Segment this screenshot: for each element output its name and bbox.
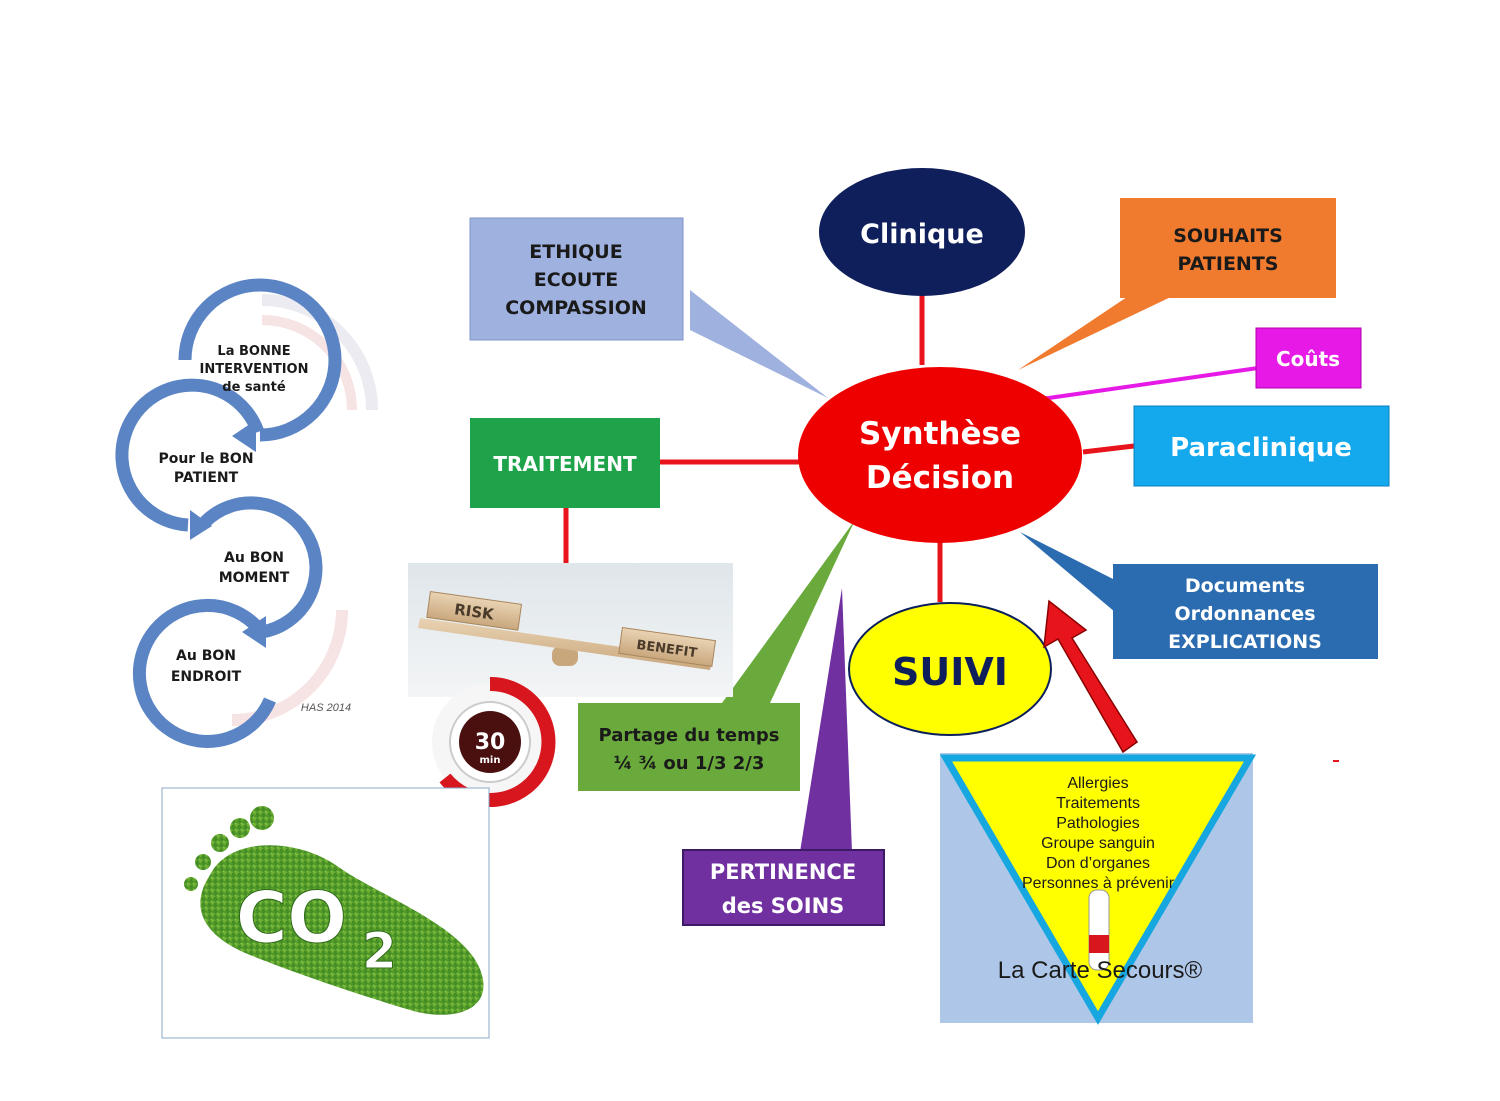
partage-callout-tail <box>722 520 855 703</box>
footprint-sole <box>200 845 484 1015</box>
cycle-step2-line2: PATIENT <box>174 470 239 486</box>
cycle-step1-line1: La BONNE <box>217 344 290 359</box>
carte-secours-triangle <box>939 754 1257 1025</box>
risk-label: RISK <box>453 600 496 624</box>
traitement-label: TRAITEMENT <box>493 452 637 476</box>
cycle-step3-line2: MOMENT <box>219 570 290 586</box>
cycle-arrow-1 <box>178 278 342 442</box>
documents-label-line1: Documents <box>1185 575 1305 597</box>
traitement-box: TRAITEMENT <box>470 418 660 508</box>
cycle-arrow-2 <box>115 378 265 532</box>
documents-label-line2: Ordonnances <box>1174 603 1315 625</box>
partage-label-line1: Partage du temps <box>599 725 780 746</box>
co2-footprint-image: CO 2 <box>161 787 490 1039</box>
has-cycle: La BONNE INTERVENTION de santé Pour le B… <box>115 278 378 748</box>
clinique-node: Clinique <box>819 168 1025 296</box>
carte-to-suivi-arrow <box>1043 599 1139 754</box>
cycle-step1-line3: de santé <box>222 380 286 395</box>
cycle-step1-line2: INTERVENTION <box>200 362 309 377</box>
carte-item-5: Don d’organes <box>1046 855 1150 872</box>
carte-item-4: Groupe sanguin <box>1041 835 1155 852</box>
cycle-step4-line2: ENDROIT <box>171 669 242 685</box>
ethique-box: ETHIQUE ECOUTE COMPASSION <box>469 217 684 341</box>
center-node: Synthèse Décision <box>798 367 1082 543</box>
seesaw-plank <box>418 618 712 670</box>
paraclinique-label: Paraclinique <box>1170 433 1352 463</box>
cycle-step3-line1: Au BON <box>224 550 284 566</box>
seesaw-fulcrum <box>552 646 578 666</box>
carte-item-2: Traitements <box>1056 795 1140 812</box>
pertinence-label-line2: des SOINS <box>722 894 845 918</box>
couts-label: Coûts <box>1276 347 1340 371</box>
pertinence-callout-tail <box>800 588 852 852</box>
partage-label-line2: ¼ ¾ ou 1/3 2/3 <box>614 753 765 774</box>
timer-icon: 30 min <box>432 676 556 807</box>
center-label-line2: Décision <box>866 460 1014 496</box>
decorative-dash <box>1333 760 1339 762</box>
ethique-label-line2: ECOUTE <box>534 269 618 291</box>
carte-secours-card: Allergies Traitements Pathologies Groupe… <box>939 753 1257 1025</box>
toe-1 <box>250 806 274 830</box>
toe-3 <box>211 834 229 852</box>
documents-label-line3: EXPLICATIONS <box>1168 631 1322 653</box>
cycle-step2-line1: Pour le BON <box>158 451 253 467</box>
risk-block <box>426 591 523 631</box>
souhaits-label-line1: SOUHAITS <box>1173 225 1283 247</box>
co2-subscript: 2 <box>362 922 397 980</box>
cycle-step4-line1: Au BON <box>176 648 236 664</box>
cycle-arrow-4 <box>132 598 276 748</box>
paraclinique-box: Paraclinique <box>1133 405 1390 487</box>
pertinence-box: PERTINENCE des SOINS <box>682 849 885 926</box>
center-label-line1: Synthèse <box>859 416 1021 452</box>
ethique-label-line1: ETHIQUE <box>529 241 622 263</box>
carte-item-6: Personnes à prévenir <box>1022 875 1175 892</box>
ethique-callout-tail <box>690 290 828 398</box>
cycle-arrow-3 <box>200 496 323 639</box>
toe-4 <box>195 854 211 870</box>
benefit-block <box>618 627 717 667</box>
cycle-source: HAS 2014 <box>301 702 351 714</box>
ethique-label-line3: COMPASSION <box>505 297 647 319</box>
toe-2 <box>230 818 250 838</box>
co2-label: CO <box>236 877 347 959</box>
clinique-label: Clinique <box>860 219 984 250</box>
connector-paraclinique <box>1082 443 1135 455</box>
documents-box: Documents Ordonnances EXPLICATIONS <box>1113 564 1378 659</box>
carte-secours-title: La Carte Secours® <box>998 957 1203 984</box>
toe-5 <box>184 877 198 891</box>
carte-item-1: Allergies <box>1067 775 1128 792</box>
suivi-node: SUIVI <box>848 602 1052 736</box>
suivi-label: SUIVI <box>892 650 1008 694</box>
carte-item-3: Pathologies <box>1056 815 1140 832</box>
documents-callout-tail <box>1020 532 1115 612</box>
souhaits-callout-tail <box>1018 295 1175 370</box>
risk-benefit-image: RISK BENEFIT <box>408 563 733 697</box>
souhaits-label-line2: PATIENTS <box>1178 253 1279 275</box>
timer-unit: min <box>480 755 501 766</box>
souhaits-patients-box: SOUHAITS PATIENTS <box>1120 198 1336 298</box>
partage-box: Partage du temps ¼ ¾ ou 1/3 2/3 <box>578 703 800 791</box>
couts-box: Coûts <box>1255 327 1362 389</box>
timer-value: 30 <box>475 730 506 755</box>
pertinence-label-line1: PERTINENCE <box>710 860 856 884</box>
